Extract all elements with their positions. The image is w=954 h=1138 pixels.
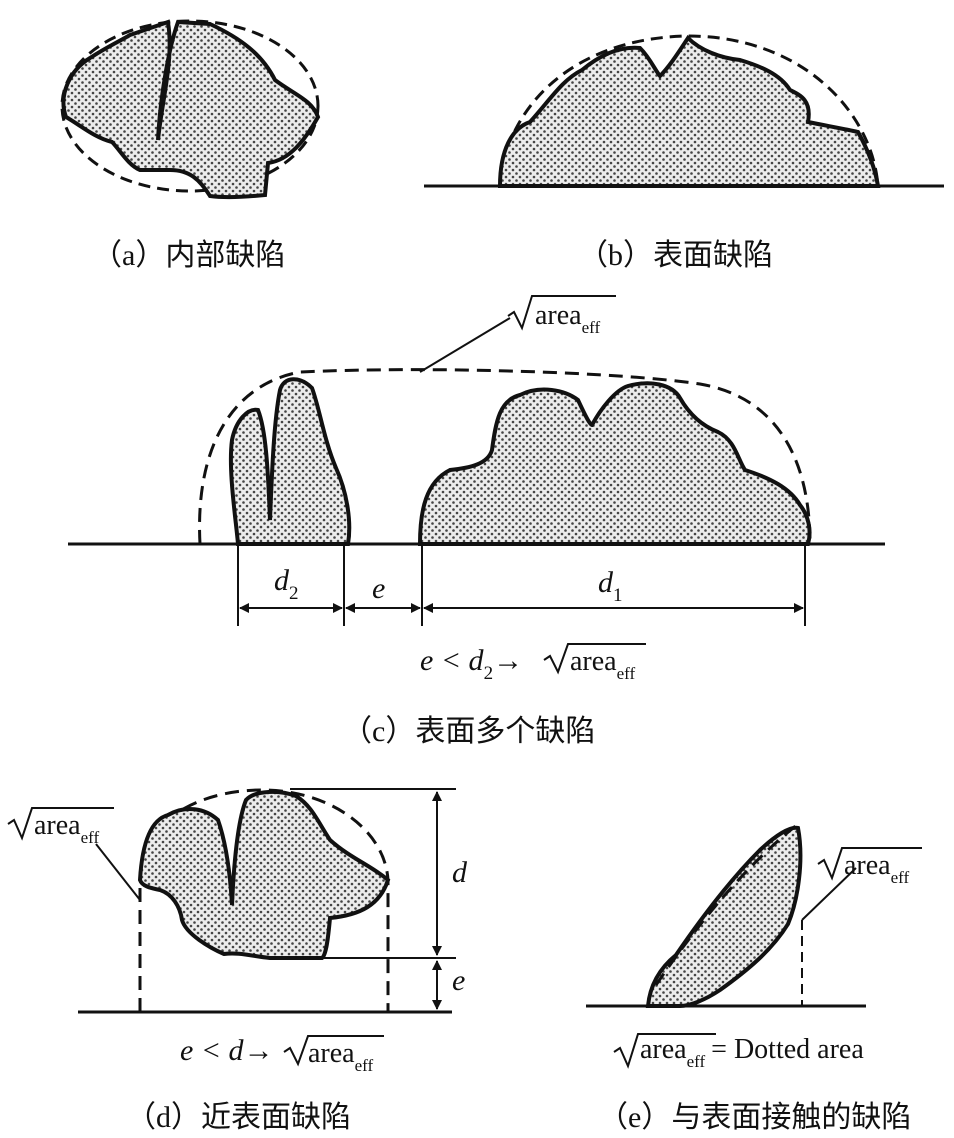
panel-a-internal-defect [60,19,321,200]
panel-c-defect-large [417,381,812,546]
panel-c-area-label-top: areaeff [535,300,601,337]
panel-e-sqrt-sign-label [817,847,922,881]
panel-d-rule: e < d→ [180,1034,274,1067]
panel-c-envelope [198,368,812,545]
panel-e-contact-defect: areaeff areaeff= Dotted area [586,822,922,1071]
panel-c-label-d2: d2 [274,564,299,604]
panel-b-defect [497,34,881,188]
panel-c-label-e: e [372,572,385,605]
panel-d-label-d: d [452,856,468,889]
panel-a-envelope [60,19,320,193]
panel-e-area-label: areaeff [844,850,910,887]
panel-d-area-label-rule: areaeff [308,1038,374,1075]
panel-b-surface-defect [424,34,944,188]
panel-d-defect [137,789,391,960]
panel-d-leader-line [95,843,141,901]
panel-e-sqrt-sign-formula [613,1033,716,1069]
panel-e-envelope [654,822,799,986]
panel-c-rule: e < d2→ [420,644,523,684]
panel-d-sqrt-sign-rule [283,1035,384,1067]
panel-e-formula: areaeff= Dotted area [640,1034,864,1071]
panel-d-sqrt-sign-label [7,807,114,841]
panel-d-label-e: e [452,964,465,997]
panel-c-leader-line [419,317,511,373]
panel-e-defect [645,825,803,1008]
panel-d-envelope [138,788,390,1012]
caption-c: （c）表面多个缺陷 [342,715,596,748]
panel-c-sqrt-sign-top [507,295,616,331]
caption-d: （d）近表面缺陷 [126,1101,351,1134]
panel-a-defect [61,19,321,200]
panel-c-area-label-rule: areaeff [570,646,636,683]
panel-b-envelope [498,34,880,187]
panel-e-leader-line [801,867,857,921]
panel-d-near-surface-defect: d e areaeff e < d→ areaeff [7,788,468,1075]
panel-d-area-label: areaeff [34,810,100,847]
panel-c-multiple-defects: d2 e d1 areaeff e < d2→ areaeff [68,295,885,684]
caption-e: （e）与表面接触的缺陷 [598,1101,912,1134]
caption-a: （a）内部缺陷 [92,239,286,272]
panel-c-defect-small [228,377,352,546]
panel-c-sqrt-sign-rule [543,643,646,675]
caption-b: （b）表面缺陷 [578,239,773,272]
panel-c-label-d1: d1 [598,566,623,606]
